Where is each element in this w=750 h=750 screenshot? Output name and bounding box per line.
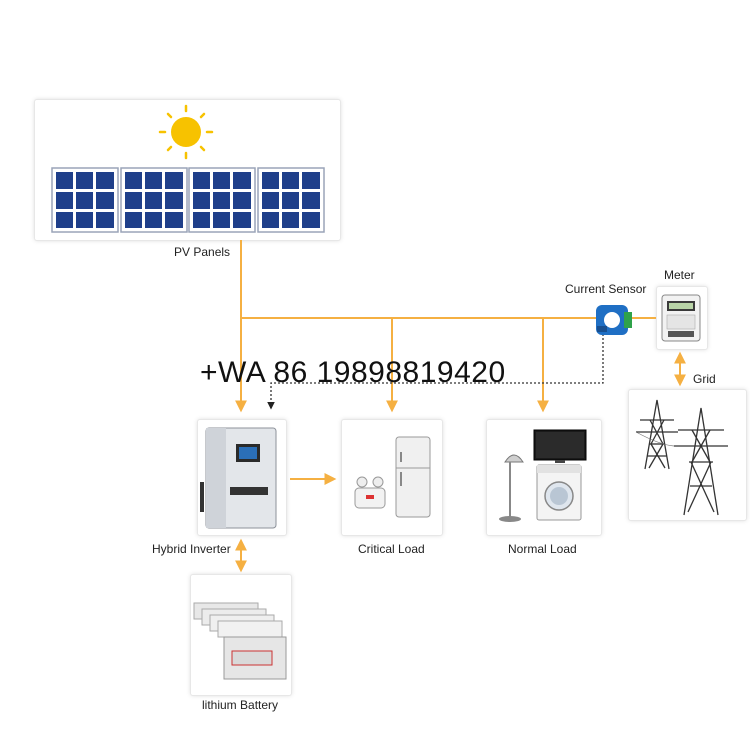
watermark-text: +WA 86 19898819420	[200, 356, 506, 389]
television-icon	[533, 429, 587, 463]
current-sensor-label: Current Sensor	[565, 282, 647, 296]
current-sensor-icon	[596, 305, 632, 335]
hybrid-inverter-icon	[200, 427, 277, 529]
battery-icon	[193, 602, 287, 680]
washing-machine-icon	[536, 464, 582, 521]
sun-icon	[158, 104, 214, 160]
power-tower-icon	[635, 399, 728, 516]
normal-load-label: Normal Load	[508, 542, 577, 556]
refrigerator-icon	[395, 436, 431, 518]
power-lines	[235, 240, 686, 573]
emergency-light-icon	[354, 476, 386, 509]
pv-panels-label: PV Panels	[174, 245, 231, 259]
signal-line	[267, 330, 604, 410]
solar-panels-icon	[51, 167, 325, 233]
meter-icon	[661, 294, 701, 342]
floor-lamp-icon	[499, 454, 524, 522]
hybrid-inverter-label: Hybrid Inverter	[152, 542, 231, 556]
battery-label: lithium Battery	[202, 698, 279, 712]
meter-label: Meter	[664, 268, 695, 282]
grid-label: Grid	[693, 372, 716, 386]
critical-load-label: Critical Load	[358, 542, 425, 556]
